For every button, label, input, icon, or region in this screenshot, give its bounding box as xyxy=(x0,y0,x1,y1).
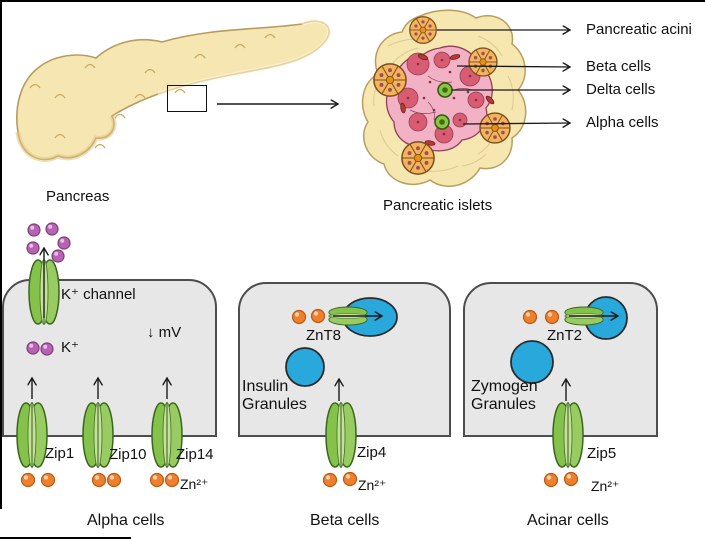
islets-label: Pancreatic islets xyxy=(383,197,493,214)
k-ion-icon xyxy=(27,223,41,237)
callout-label-delta: Delta cells xyxy=(586,81,656,98)
frame-bottom xyxy=(0,537,131,539)
znt8-label: ZnT8 xyxy=(306,327,342,344)
islet-delta-cells xyxy=(434,82,453,130)
zn-label-alpha: Zn²⁺ xyxy=(180,476,209,492)
zn-ion-icon xyxy=(40,472,56,488)
pancreas-shading xyxy=(15,114,117,163)
k-ion-icon xyxy=(45,222,59,236)
frame-left xyxy=(0,0,2,509)
zn-ion-icon xyxy=(342,471,358,487)
mv-label: ↓ mV xyxy=(147,324,182,341)
zn-ion-icon xyxy=(322,472,338,488)
k-ion-icon xyxy=(57,236,71,250)
k-ion-icon xyxy=(51,249,65,263)
pancreas-illustration xyxy=(15,19,331,163)
pancreas-label: Pancreas xyxy=(46,188,110,205)
zn-label-acinar: Zn²⁺ xyxy=(591,478,620,494)
zn-ion-icon xyxy=(106,472,122,488)
callout-label-acini: Pancreatic acini xyxy=(586,21,692,38)
pancreas-lobule-marks xyxy=(29,33,276,149)
zn-ion-icon xyxy=(543,472,559,488)
zn-ion-icon xyxy=(20,472,36,488)
beta-cells-title: Beta cells xyxy=(310,512,380,529)
znt2-label: ZnT2 xyxy=(547,327,583,344)
frame-top xyxy=(0,0,705,2)
pancreas-highlight xyxy=(157,19,331,96)
zn-ion-icon xyxy=(164,472,180,488)
zip5-label: Zip5 xyxy=(587,445,617,462)
pancreas-zoom-box xyxy=(167,85,207,112)
zn-ion-icon xyxy=(149,472,165,488)
k-ion-icon xyxy=(26,241,40,255)
zip1-label: Zip1 xyxy=(45,445,75,462)
zymogen-granules-label-line2: Granules xyxy=(471,396,536,413)
acinus-icon xyxy=(401,141,435,175)
zn-label-beta: Zn²⁺ xyxy=(358,477,387,493)
acinus-icon xyxy=(468,47,498,77)
acinar-cells-title: Acinar cells xyxy=(527,512,609,529)
acinus-icon xyxy=(409,16,437,44)
k-ion-label: K⁺ xyxy=(61,339,79,356)
zip4-label: Zip4 xyxy=(357,444,387,461)
zip14-label: Zip14 xyxy=(176,446,214,463)
insulin-granules-label-line1: Insulin xyxy=(242,378,289,395)
callout-label-beta: Beta cells xyxy=(586,58,652,75)
acinus-icon xyxy=(479,112,511,144)
islet-illustration xyxy=(361,9,527,187)
callout-label-alpha: Alpha cells xyxy=(586,114,659,131)
islet-nuclei xyxy=(406,58,478,136)
alpha-cells-title: Alpha cells xyxy=(87,512,165,529)
zymogen-granules-label-line1: Zymogen xyxy=(471,378,538,395)
acinus-icon xyxy=(373,63,407,97)
zn-ion-icon xyxy=(563,471,579,487)
zn-ion-icon xyxy=(91,472,107,488)
k-channel-label: K⁺ channel xyxy=(61,286,136,303)
zip10-label: Zip10 xyxy=(109,446,147,463)
insulin-granules-label-line2: Granules xyxy=(242,396,307,413)
